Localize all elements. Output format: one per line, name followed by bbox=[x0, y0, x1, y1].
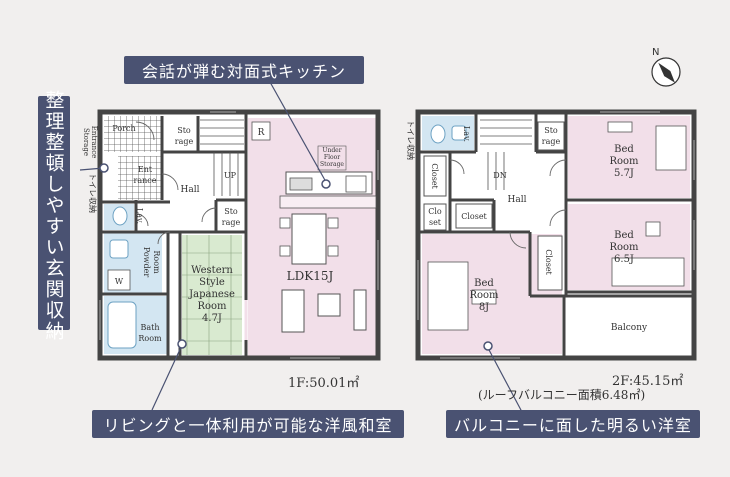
balcony-label: Balcony bbox=[611, 323, 648, 333]
porch-label: Porch bbox=[112, 124, 135, 133]
bedroom-callout: バルコニーに面した明るい洋室 bbox=[446, 410, 700, 438]
floor-2-area: 2F:45.15㎡ bbox=[612, 374, 684, 389]
hall-label-2f: Hall bbox=[508, 195, 527, 205]
toilet-storage-label-2f: トイレ収納 bbox=[406, 120, 416, 160]
western-label-5: 4.7J bbox=[202, 313, 222, 324]
hall-label-1f: Hall bbox=[181, 185, 200, 195]
western-japanese-room bbox=[182, 235, 242, 355]
bath-label-1: Bath bbox=[140, 323, 159, 332]
entrance-grid bbox=[118, 156, 162, 200]
powder-room-label-2: Room bbox=[152, 250, 161, 274]
compass-label: N bbox=[652, 47, 659, 58]
closet-a-label: Closet bbox=[430, 163, 439, 189]
western-label-1: Western bbox=[191, 265, 233, 276]
floor-1-area: 1F:50.01㎡ bbox=[288, 376, 360, 391]
washer-label: W bbox=[115, 277, 124, 286]
refrigerator-label: R bbox=[258, 128, 265, 138]
kitchen-callout: 会話が弾む対面式キッチン bbox=[124, 56, 364, 84]
closet-b-label-2: set bbox=[429, 218, 442, 227]
bed1-label-2: Room bbox=[609, 156, 639, 167]
entrance-label-2: rance bbox=[134, 176, 157, 185]
bed1-label-3: 5.7J bbox=[614, 168, 634, 179]
dn-label: DN bbox=[493, 171, 506, 180]
storage-2f-label-1: Sto bbox=[544, 126, 558, 135]
refrigerator-box bbox=[251, 121, 271, 141]
entrance-storage-label-2: Storage bbox=[82, 128, 90, 156]
roof-balcony-area: (ルーフバルコニー面積6.48㎡) bbox=[478, 388, 646, 402]
bed2-label-2: Room bbox=[609, 242, 639, 253]
storage-a-label-1: Sto bbox=[177, 126, 191, 135]
closet-c-label: Closet bbox=[461, 212, 487, 221]
washitsu-callout: リビングと一体利用が可能な洋風和室 bbox=[92, 410, 404, 438]
powder-room-label-1: Powder bbox=[142, 247, 151, 278]
compass-icon: N bbox=[651, 47, 681, 87]
entrance-storage-label-1: Entrance bbox=[90, 126, 98, 159]
porch-grid bbox=[104, 116, 162, 152]
lav-label-2f: Lav. bbox=[462, 126, 471, 142]
lav-label-1f: Lav. bbox=[135, 208, 144, 224]
entrance-label-1: Ent bbox=[138, 165, 153, 174]
leader-dots bbox=[99, 163, 493, 351]
bed3-label-3: 8J bbox=[479, 302, 489, 313]
storage-a-label-2: rage bbox=[175, 137, 194, 146]
bed3-label-1: Bed bbox=[474, 278, 494, 289]
ldk-label: LDK15J bbox=[287, 269, 334, 283]
up-label: UP bbox=[224, 171, 237, 180]
bed2-label-1: Bed bbox=[614, 230, 634, 241]
underfloor-label-1: Under bbox=[322, 147, 341, 154]
floor-1-plan bbox=[97, 109, 381, 361]
closet-b-label-1: Clo bbox=[428, 207, 442, 216]
underfloor-label-2: Floor bbox=[324, 154, 340, 161]
floor-1-labels: Porch Entrance Storage Ent rance Sto rag… bbox=[82, 124, 347, 343]
closet-d-label: Closet bbox=[544, 249, 553, 275]
western-label-3: Japanese bbox=[188, 289, 235, 300]
entrance-storage-callout: 整理整頓しやすい玄関収納 bbox=[38, 90, 70, 342]
floor-2-plan bbox=[415, 109, 697, 361]
underfloor-label-3: Storage bbox=[320, 161, 344, 168]
bath-label-2: Room bbox=[138, 334, 162, 343]
bed2-label-3: 6.5J bbox=[614, 254, 634, 265]
storage-b-label-1: Sto bbox=[224, 207, 238, 216]
floor-2-labels: Lav. Sto rage Closet Clo set Closet Clos… bbox=[406, 120, 648, 333]
storage-b-label-2: rage bbox=[222, 218, 241, 227]
balcony-area bbox=[566, 296, 692, 356]
storage-2f-label-2: rage bbox=[542, 137, 561, 146]
toilet-storage-label-1f: トイレ収納 bbox=[88, 173, 98, 213]
bed1-label-1: Bed bbox=[614, 144, 634, 155]
western-label-2: Style bbox=[199, 277, 225, 288]
western-label-4: Room bbox=[197, 301, 227, 312]
bed3-label-2: Room bbox=[469, 290, 499, 301]
